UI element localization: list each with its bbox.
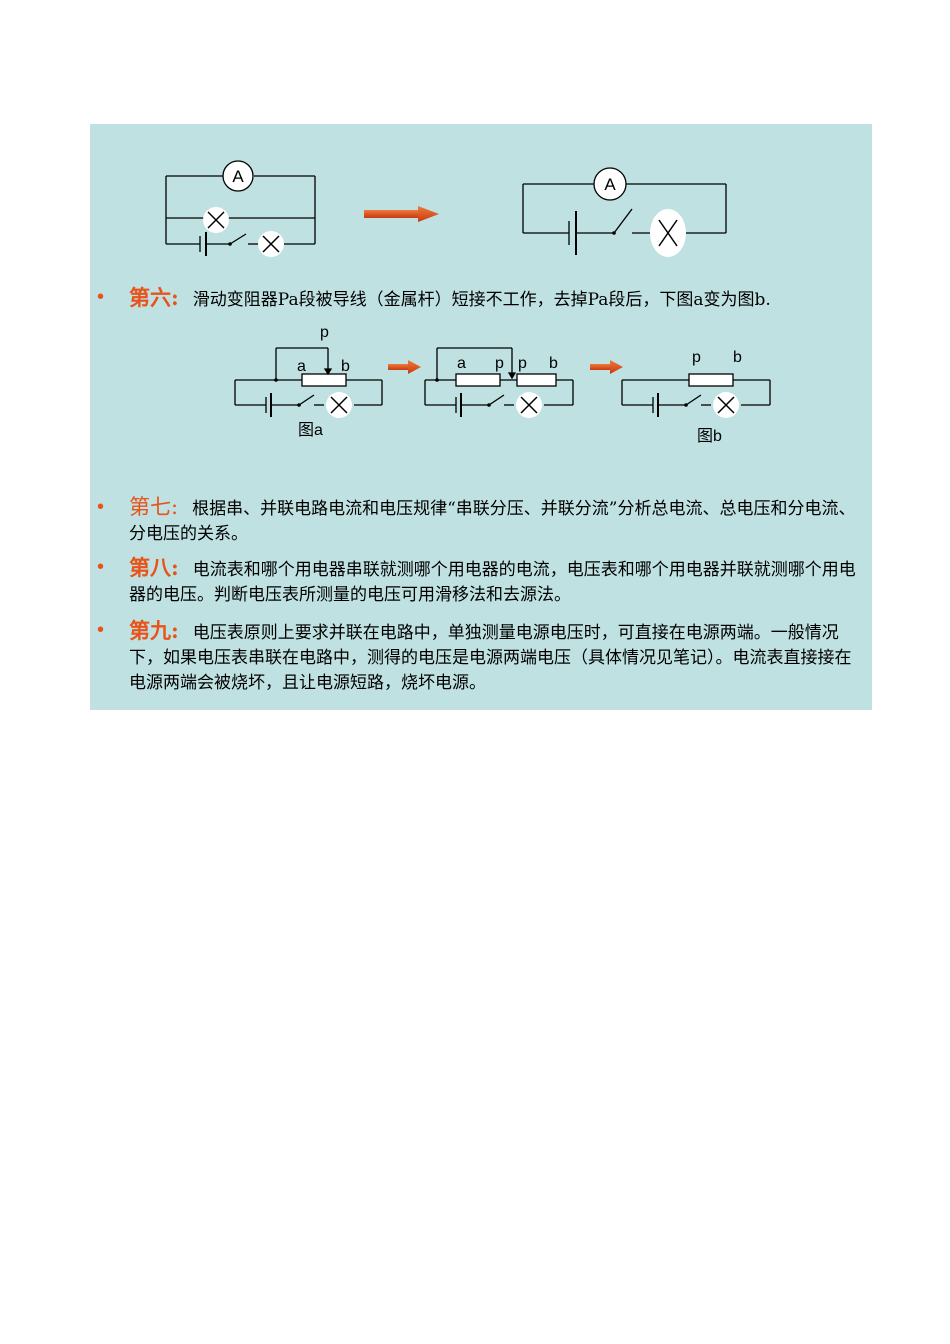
lamp-icon [516,392,542,418]
ammeter-label: A [232,167,244,186]
ammeter-label: A [604,175,616,194]
item-text: 根据串、并联电路电流和电压规律“串联分压、并联分流”分析总电流、总电压和分电流、… [129,499,856,544]
label-a: a [457,355,466,372]
item-text: 电压表原则上要求并联在电路中，单独测量电源电压时，可直接在电源两端。一般情况下，… [129,623,852,693]
lamp-icon [650,209,686,257]
label-b: b [549,355,558,372]
item-heading: 第八: [129,555,179,580]
item-heading: 第七: [129,495,179,519]
circuit-top-left [165,175,316,256]
circuit-figure-middle [424,347,574,417]
item-paragraph: 第九:电压表原则上要求并联在电路中，单独测量电源电压时，可直接在电源两端。一般情… [129,618,865,696]
circuit-figure-b [621,373,771,417]
bullet-icon: • [97,496,105,518]
item-text: 滑动变阻器Pa段被导线（金属杆）短接不工作，去掉Pa段后，下图a变为图b. [192,290,771,310]
circuit-diagrams: A A [165,160,771,445]
bullet-icon: • [97,556,105,578]
lamp-icon [713,392,739,418]
arrow-right-icon [590,360,623,374]
item-paragraph: 第六: 滑动变阻器Pa段被导线（金属杆）短接不工作，去掉Pa段后，下图a变为图b. [129,285,865,313]
item-paragraph: 第八:电流表和哪个用电器串联就测哪个用电器的电流，电压表和哪个用电器并联就测哪个… [129,555,865,608]
list-item: • 第八:电流表和哪个用电器串联就测哪个用电器的电流，电压表和哪个用电器并联就测… [97,555,865,608]
bullet-icon: • [97,619,105,641]
label-b: b [341,358,350,375]
lamp-icon [258,231,284,257]
label-p: p [692,349,701,366]
ammeter-icon [222,160,254,192]
circuit-top-right [522,183,727,255]
lamp-icon [203,207,229,233]
circuit-figure-a [234,347,383,417]
item-text: 电流表和哪个用电器串联就测哪个用电器的电流，电压表和哪个用电器并联就测哪个用电器… [129,560,856,605]
item-paragraph: 第七:根据串、并联电路电流和电压规律“串联分压、并联分流”分析总电流、总电压和分… [129,495,865,547]
list-item: • 第七:根据串、并联电路电流和电压规律“串联分压、并联分流”分析总电流、总电压… [97,495,865,547]
item-heading: 第九: [129,618,179,643]
list-item: • 第九:电压表原则上要求并联在电路中，单独测量电源电压时，可直接在电源两端。一… [97,618,865,696]
arrow-right-icon [388,360,421,374]
label-b: b [733,349,742,366]
arrow-right-icon [364,206,439,222]
label-p: p [320,324,329,341]
caption-figure-b: 图b [697,428,722,445]
item-heading: 第六: [129,285,179,310]
label-p: p [495,355,504,372]
bullet-icon: • [97,286,105,308]
label-p: p [518,355,527,372]
lamp-icon [326,392,352,418]
list-item: • 第六: 滑动变阻器Pa段被导线（金属杆）短接不工作，去掉Pa段后，下图a变为图… [97,285,865,313]
label-a: a [297,358,306,375]
caption-figure-a: 图a [298,422,323,439]
ammeter-icon [593,167,627,201]
